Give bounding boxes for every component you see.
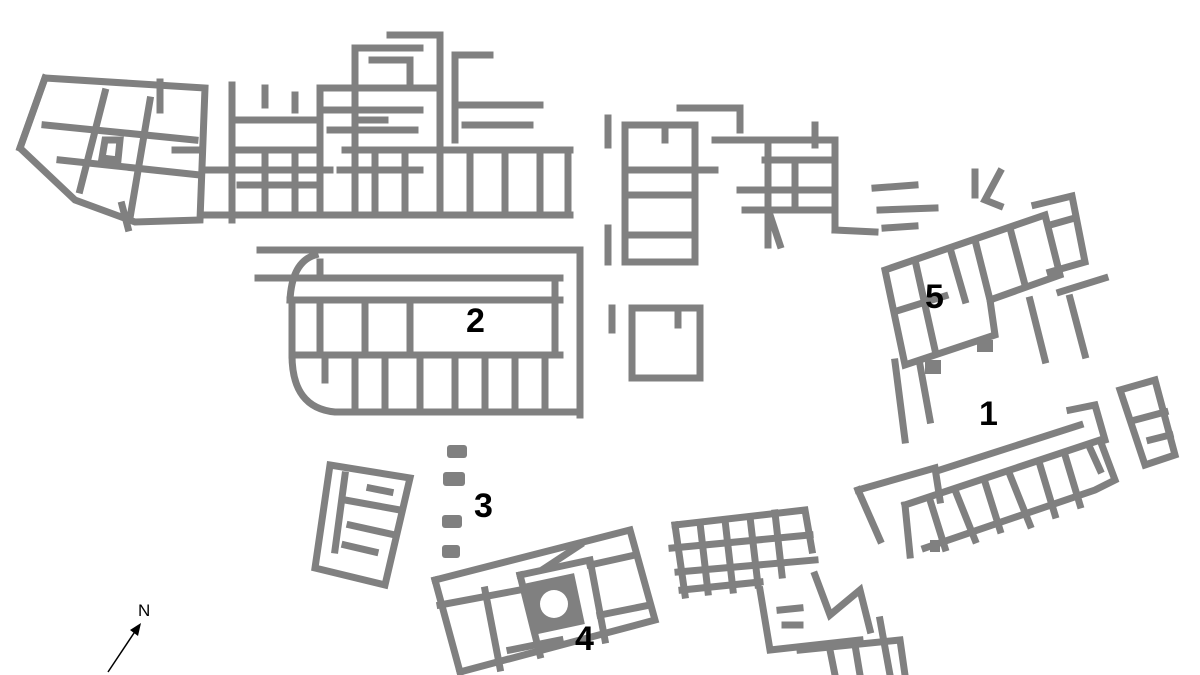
north-arrow-icon [107,623,141,673]
area-label-2: 2 [466,302,485,340]
building-north-rooms [201,31,574,224]
building-west-area-3 [311,460,415,590]
building-northwest-tilted [15,73,209,233]
piers-area-3 [442,445,467,558]
north-arrow-label: N [138,601,150,620]
pier-area-5-b [925,360,941,374]
building-stoa-area-2 [254,246,584,419]
area-label-4: 4 [575,620,594,658]
monument-circular [523,573,585,635]
area-label-1: 1 [979,395,998,433]
pier-east-a [930,540,940,552]
building-area-5 [880,191,1110,444]
small-structure-central [608,304,704,382]
pier-area-5-a [977,340,993,352]
area-label-5: 5 [925,278,944,316]
area-label-3: 3 [474,487,493,525]
building-central-north [604,104,744,266]
building-east-area-1 [853,375,1180,559]
building-northeast-grid [736,121,1005,250]
building-south-grid [668,506,909,675]
